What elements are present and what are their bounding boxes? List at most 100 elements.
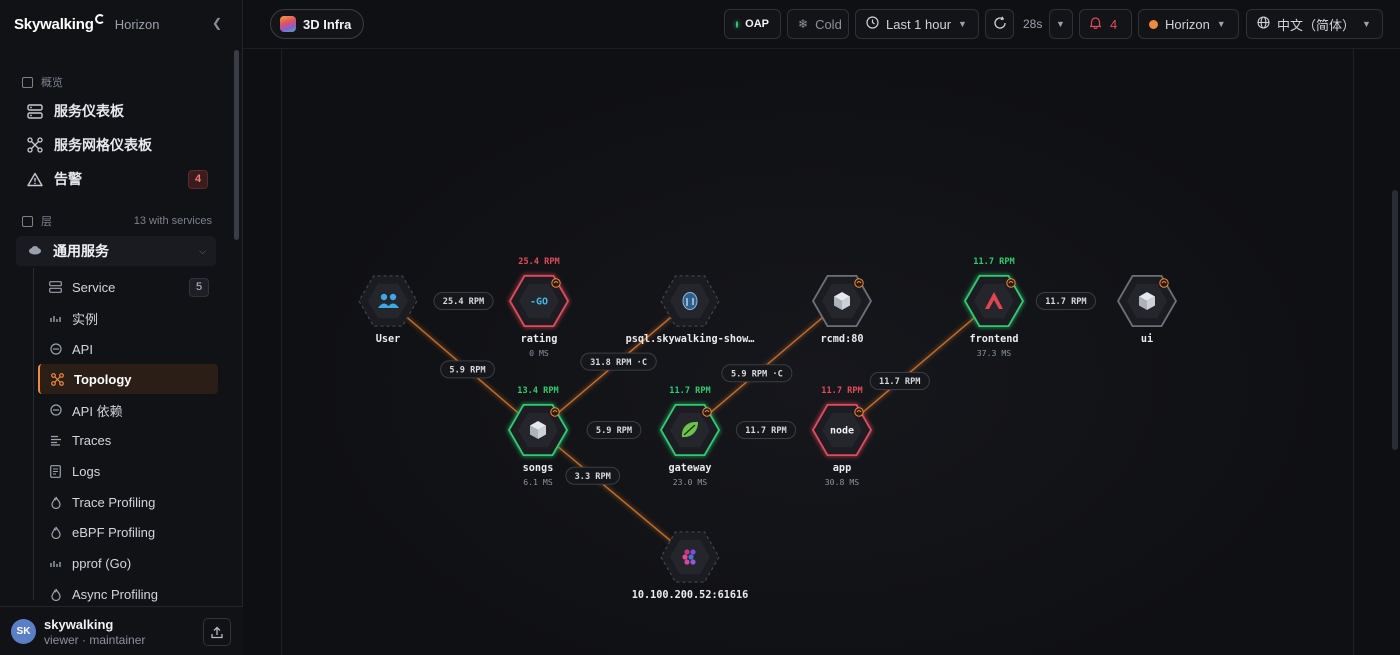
logo: Skywalking (14, 15, 94, 33)
node-rpm: 13.4 RPM (517, 386, 558, 396)
logo-swirl-icon (94, 14, 105, 24)
avatar[interactable]: SK (11, 619, 36, 644)
topology-node-rcmd[interactable]: rcmd:80 (811, 274, 873, 345)
globe-icon (1257, 16, 1270, 32)
topology-edge[interactable]: 5.9 RPM (387, 300, 539, 431)
brand[interactable]: Skywalking Horizon (14, 12, 160, 36)
edge-label: 25.4 RPM (443, 297, 484, 307)
edge-label-pill (869, 371, 930, 390)
cube-icon (530, 421, 546, 439)
node-hexagon-inner (822, 412, 862, 448)
sidebar-item-async-profiling[interactable]: Async Profiling (38, 579, 218, 609)
sidebar-item-api[interactable]: API (38, 334, 218, 364)
edge-label-pill (586, 421, 642, 439)
sidebar-item-label: pprof (Go) (72, 555, 132, 571)
sidebar-item-label: 实例 (72, 311, 99, 327)
topology-node-ui[interactable]: ui (1116, 274, 1178, 345)
time-range-label: Last 1 hour (886, 16, 952, 32)
share-button[interactable] (203, 618, 231, 646)
snowflake-icon: ❄ (798, 17, 809, 31)
edge-label-pill (580, 352, 657, 371)
topology-edge[interactable]: 11.7 RPM (841, 300, 995, 431)
node-flame-badge-icon (854, 407, 864, 417)
sidebar-item-mesh-dashboard[interactable]: 服务网格仪表板 (26, 135, 208, 155)
topology-node-kafka[interactable]: 10.100.200.52:61616 (632, 531, 749, 601)
node-flame-badge-icon (854, 278, 864, 288)
sidebar-item-trace-profiling[interactable]: Trace Profiling (38, 487, 218, 517)
topology-edge[interactable]: 31.8 RPM ·C (537, 300, 691, 431)
edge-label: 11.7 RPM (1045, 297, 1086, 307)
sidebar-item-label: API 依赖 (72, 403, 123, 419)
service-count-badge: 5 (189, 277, 209, 297)
time-range-picker[interactable]: Last 1 hour ▼ (855, 9, 979, 39)
sidebar-item-label: 服务仪表板 (54, 103, 124, 119)
sidebar-item-service-dashboard[interactable]: 服务仪表板 (26, 101, 208, 121)
chevron-down-icon: ⌵ (199, 245, 206, 256)
sidebar-item-label: Async Profiling (72, 586, 158, 602)
sidebar-item-service[interactable]: Service 5 (38, 272, 218, 302)
sidebar-item-label: API (72, 341, 93, 357)
top-bar: 3D Infra OAP ❄ Cold Last 1 hour ▼ 28s ▼ … (243, 0, 1400, 49)
sidebar-item-label: Trace Profiling (72, 494, 156, 510)
sidebar-scrollbar[interactable] (234, 50, 239, 240)
sidebar-item-pprof[interactable]: pprof (Go) (38, 548, 218, 578)
section-layers-label: 层 (41, 216, 52, 228)
page-scrollbar[interactable] (1392, 190, 1398, 450)
node-name: ui (1141, 333, 1153, 345)
alerts-button[interactable]: 4 (1079, 9, 1132, 39)
node-flame-badge-icon (1006, 278, 1016, 288)
sidebar-item-label: eBPF Profiling (72, 524, 156, 540)
sidebar-item-traces[interactable]: Traces (38, 425, 218, 455)
cloud-icon (28, 242, 42, 260)
edge-label: 5.9 RPM ·C (731, 369, 783, 379)
spring-icon (681, 421, 698, 438)
edge-label-pill (721, 364, 793, 383)
edge-label-pill (433, 292, 494, 310)
topology-node-psql[interactable]: psql.skywalking-show… (626, 275, 755, 345)
mesh-icon (26, 137, 43, 154)
flame-icon (49, 526, 62, 539)
node-hexagon-inner (519, 283, 559, 319)
chevron-left-icon[interactable]: ❮ (212, 16, 223, 30)
edge-label: 5.9 RPM (596, 426, 632, 436)
sidebar-item-label: Logs (72, 463, 101, 479)
sidebar-item-topology[interactable]: Topology (38, 364, 218, 394)
node-name: app (833, 463, 851, 474)
topology-edge[interactable]: 3.3 RPM (537, 429, 691, 558)
topology-edge[interactable]: 5.9 RPM ·C (689, 300, 843, 431)
alert-triangle-icon (26, 171, 43, 188)
3d-infra-label: 3D Infra (303, 16, 352, 32)
topology-node-user[interactable]: User (358, 275, 418, 345)
oap-status-dot (736, 20, 739, 28)
sidebar-item-alarms[interactable]: 告警 4 (26, 169, 208, 189)
node-name: User (376, 334, 401, 345)
language-selector[interactable]: 中文（简体） ▼ (1246, 9, 1383, 39)
oap-label: OAP (745, 18, 769, 30)
sidebar-item-instances[interactable]: 实例 (38, 303, 218, 333)
refresh-interval-dropdown[interactable]: ▼ (1049, 9, 1073, 39)
theme-selector[interactable]: Horizon ▼ (1138, 9, 1239, 39)
layer-group-general-service[interactable]: 通用服务 ⌵ (16, 236, 216, 266)
cold-label: Cold (815, 16, 842, 32)
edge-label-pill (565, 466, 621, 485)
node-latency: 23.0 MS (673, 477, 708, 487)
sidebar-item-logs[interactable]: Logs (38, 456, 218, 486)
sidebar-item-ebpf-profiling[interactable]: eBPF Profiling (38, 517, 218, 547)
3d-infra-button[interactable]: 3D Infra (270, 9, 365, 39)
node-latency: 30.8 MS (825, 477, 860, 487)
sidebar-item-label: Traces (72, 432, 112, 448)
node-rpm: 11.7 RPM (973, 257, 1014, 267)
oap-status[interactable]: OAP (724, 9, 781, 39)
flame-icon (49, 588, 62, 601)
alerts-count: 4 (1110, 16, 1118, 32)
refresh-button[interactable] (985, 9, 1014, 39)
cold-stage-toggle[interactable]: ❄ Cold (787, 9, 849, 39)
sidebar-item-api-deps[interactable]: API 依赖 (38, 395, 218, 425)
